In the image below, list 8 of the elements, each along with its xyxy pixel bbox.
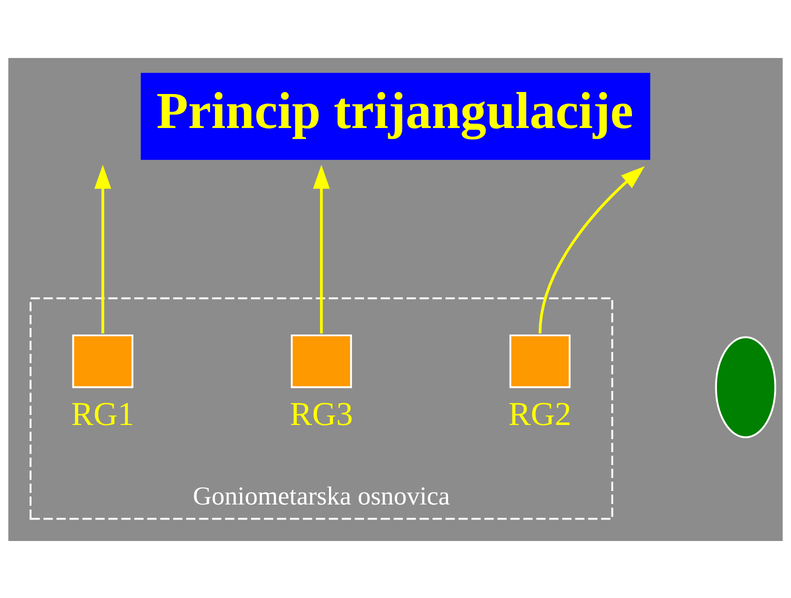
- node-label: RG2: [508, 396, 572, 433]
- arrow: [538, 166, 645, 334]
- arrow: [312, 164, 330, 334]
- node-label: RG1: [71, 396, 134, 433]
- node-label: RG3: [290, 396, 353, 433]
- diagram-title: Princip trijangulacije: [156, 82, 634, 140]
- arrow: [94, 164, 112, 334]
- node-ellipse: [715, 336, 776, 438]
